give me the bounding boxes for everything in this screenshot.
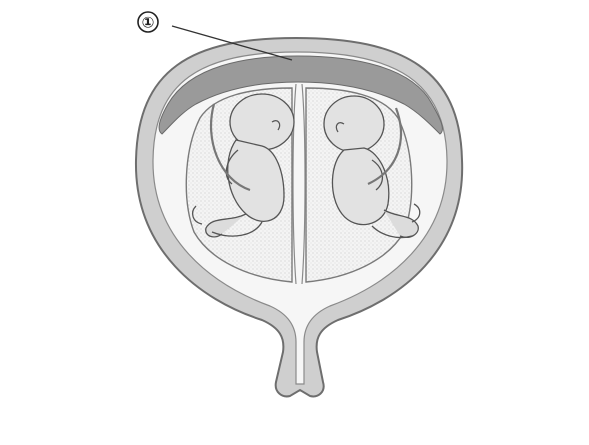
marker-label: ①: [142, 14, 155, 32]
